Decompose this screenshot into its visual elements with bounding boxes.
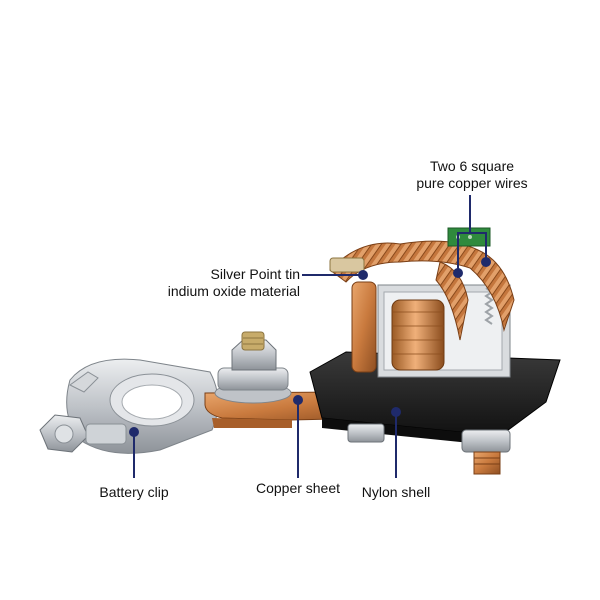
label-copper-wires-line1: Two 6 square (429, 158, 515, 174)
marker-dot (481, 257, 491, 267)
marker-dot (293, 395, 303, 405)
label-silver-point: Silver Point tin indium oxide material (140, 266, 300, 300)
terminal-bolt-part (214, 331, 292, 404)
marker-dot (453, 268, 463, 278)
label-copper-wires-line2: pure copper wires (416, 175, 528, 191)
callout-silver-point (302, 270, 368, 280)
callout-battery-clip (129, 427, 139, 478)
label-copper-wires: Two 6 square pure copper wires (398, 158, 546, 192)
callout-nylon-shell (391, 407, 401, 478)
nylon-shell-part (309, 351, 561, 475)
callout-copper-sheet (293, 395, 303, 478)
label-copper-sheet: Copper sheet (255, 480, 341, 496)
label-battery-clip: Battery clip (99, 484, 169, 500)
label-nylon-shell: Nylon shell (361, 484, 431, 500)
marker-dot (391, 407, 401, 417)
callout-copper-wires (453, 195, 491, 278)
label-silver-point-line1: Silver Point tin (210, 266, 300, 282)
battery-clip-part (39, 358, 219, 454)
label-silver-point-line2: indium oxide material (167, 283, 300, 299)
marker-dot (358, 270, 368, 280)
marker-dot (129, 427, 139, 437)
